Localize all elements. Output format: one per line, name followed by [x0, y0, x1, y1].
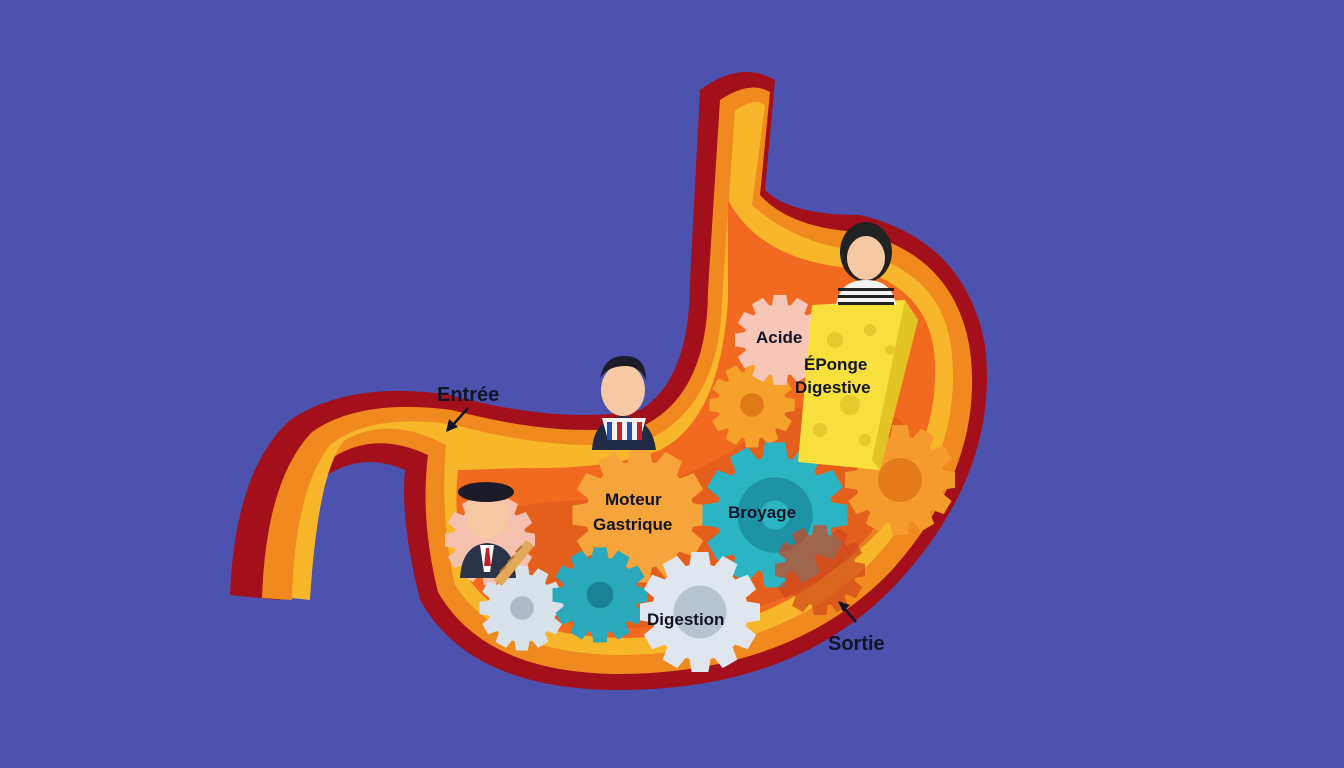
label-moteur-line2: Gastrique	[593, 515, 672, 534]
arrow-icon-sortie	[838, 601, 857, 623]
gear-silver-digestion	[640, 552, 760, 672]
cheese-icon	[798, 300, 918, 470]
gear-orange-top	[709, 362, 795, 448]
label-sortie: Sortie	[828, 633, 885, 655]
gear-silver-left	[479, 565, 565, 651]
label-digestion: Digestion	[647, 610, 724, 629]
person-icon-man-beret	[458, 482, 534, 586]
gear-orange-right	[845, 425, 955, 535]
label-eponge-line1: ÉPonge	[804, 355, 867, 374]
label-entree: Entrée	[437, 384, 499, 406]
label-broyage: Broyage	[728, 503, 796, 522]
person-icon-woman	[836, 222, 896, 305]
label-eponge-line2: Digestive	[795, 378, 871, 397]
arrow-icon-entree	[446, 407, 469, 432]
label-acide: Acide	[756, 328, 802, 347]
person-icon-man-scarf	[592, 355, 656, 450]
gear-teal-small	[552, 547, 648, 643]
label-moteur-line1: Moteur	[605, 490, 662, 509]
